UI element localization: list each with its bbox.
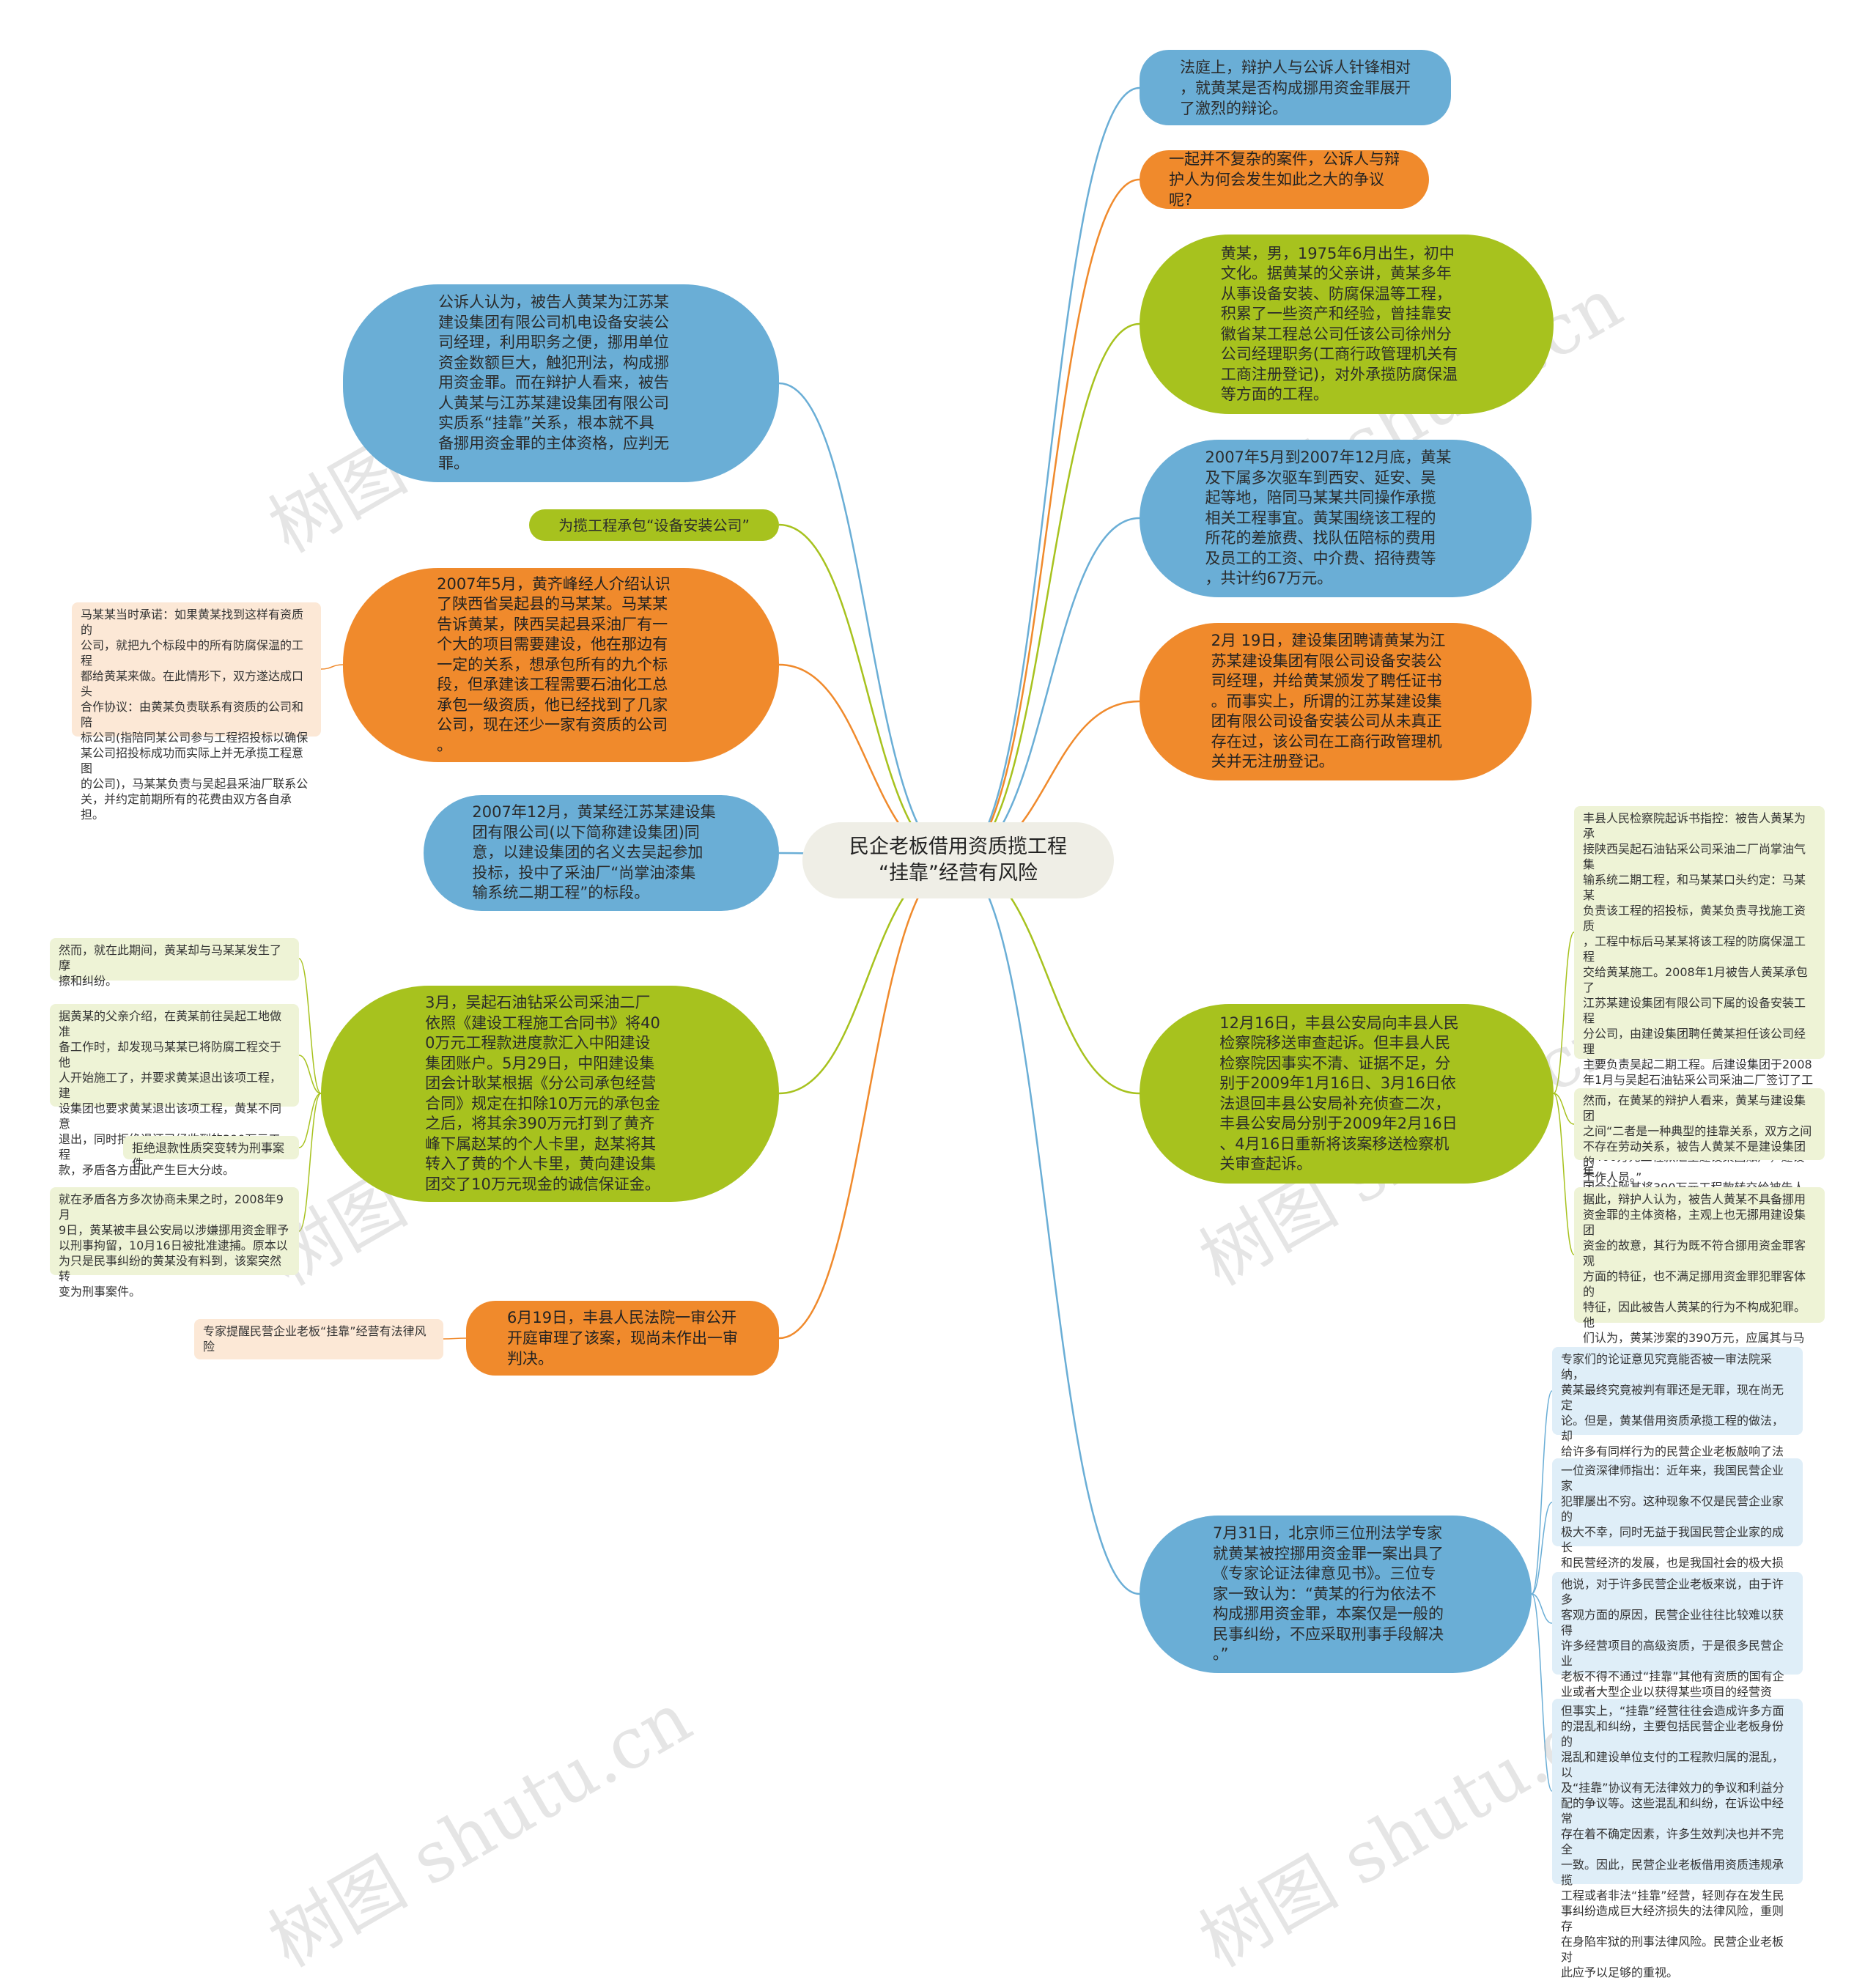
note-undecided[interactable]: 专家们的论证意见究竟能否被一审法院采纳， 黄某最终究竟被判有罪还是无罪，现在尚无… (1552, 1347, 1803, 1474)
topic-text: 黄某，男，1975年6月出生，初中 文化。据黄某的父亲讲，黄某多年 从事设备安装… (1220, 244, 1458, 404)
topic-text: 公诉人认为，被告人黄某为江苏某 建设集团有限公司机电设备安装公 司经理，利用职务… (438, 293, 669, 473)
topic-text: 2007年5月到2007年12月底，黄某 及下属多次驱车到西安、延安、吴 起等地… (1205, 448, 1452, 588)
note-defense-conclusion[interactable]: 据此，辩护人认为，被告人黄某不具备挪用 资金罪的主体资格，主观上也无挪用建设集团… (1574, 1187, 1825, 1406)
note-risk[interactable]: 但事实上，“挂靠”经营往往会造成许多方面 的混乱和纠纷，主要包括民营企业老板身份… (1552, 1699, 1803, 1979)
topic-text: 12月16日，丰县公安局向丰县人民 检察院移送审查起诉。但丰县人民 检察院因事实… (1219, 1014, 1459, 1173)
topic-trial[interactable]: 6月19日，丰县人民法院一审公开 开庭审理了该案，现尚未作出一审 判决。 (466, 1301, 779, 1376)
note-text: 然而，在黄某的辩护人看来，黄某与建设集团 之间“二者是一种典型的挂靠关系，双方之… (1583, 1093, 1812, 1184)
topic-expenses[interactable]: 2007年5月到2007年12月底，黄某 及下属多次驱车到西安、延安、吴 起等地… (1140, 440, 1532, 597)
note-refuse-refund[interactable]: 拒绝退款性质突变转为刑事案件 (123, 1136, 299, 1170)
connector-line (956, 86, 1140, 863)
connector-line (298, 958, 322, 1094)
note-text: 就在矛盾各方多次协商未果之时，2008年9月 9日，黄某被丰县公安局以涉嫌挪用资… (59, 1192, 289, 1299)
central-title-line1: 民企老板借用资质揽工程 (849, 835, 1067, 858)
topic-text: 3月，吴起石油钻采公司采油二厂 依照《建设工程施工合同书》将40 0万元工程款进… (425, 994, 660, 1193)
connector-line (1531, 1593, 1553, 1792)
connector-line (1553, 1093, 1575, 1255)
note-indictment[interactable]: 丰县人民检察院起诉书指控：被告人黄某为承 接陕西吴起石油钻采公司采油二厂尚掌油气… (1574, 806, 1825, 1256)
topic-text: 2007年5月，黄齐峰经人介绍认识 了陕西省吴起县的马某某。马某某 告诉黄某，陕… (437, 575, 671, 754)
connector-line (956, 860, 1140, 1595)
connector-line (443, 1337, 467, 1340)
topic-text: 法庭上，辩护人与公诉人针锋相对 ，就黄某是否构成挪用资金罪展开 了激烈的辩论。 (1180, 58, 1411, 117)
topic-expert-opinion[interactable]: 7月31日，北京师三位刑法学专家 就黄某被控挪用资金罪一案出具了 《专家论证法律… (1140, 1516, 1532, 1673)
note-defense-relation[interactable]: 然而，在黄某的辩护人看来，黄某与建设集团 之间“二者是一种典型的挂靠关系，双方之… (1574, 1088, 1825, 1184)
topic-huang-background[interactable]: 黄某，男，1975年6月出生，初中 文化。据黄某的父亲讲，黄某多年 从事设备安装… (1140, 235, 1554, 414)
connector-line (956, 178, 1140, 863)
connector-line (298, 1093, 322, 1148)
central-topic[interactable]: 民企老板借用资质揽工程 “挂靠”经营有风险 (802, 822, 1114, 898)
topic-install-company[interactable]: 为揽工程承包“设备安装公司” (529, 509, 779, 541)
connector-line (778, 382, 957, 863)
note-text: 一位资深律师指出：近年来，我国民营企业家 犯罪屡出不穷。这种现象不仅是民营企业家… (1561, 1463, 1784, 1601)
connector-line (1553, 931, 1575, 1094)
topic-bidding[interactable]: 2007年12月，黄某经江苏某建设集 团有限公司(以下简称建设集团)同 意，以建… (424, 795, 779, 911)
note-qualification[interactable]: 他说，对于许多民营企业老板来说，由于许多 客观方面的原因，民营企业往往比较难以获… (1552, 1572, 1803, 1730)
note-lawyer[interactable]: 一位资深律师指出：近年来，我国民营企业家 犯罪屡出不穷。这种现象不仅是民营企业家… (1552, 1458, 1803, 1601)
topic-prosecution[interactable]: 12月16日，丰县公安局向丰县人民 检察院移送审查起诉。但丰县人民 检察院因事实… (1140, 1004, 1554, 1184)
connector-line (1553, 1093, 1575, 1125)
topic-text: 2月 19日，建设集团聘请黄某为江 苏某建设集团有限公司设备安装公 司经理，并给… (1211, 632, 1446, 771)
connector-line (1531, 1390, 1553, 1595)
connector-line (1531, 1593, 1553, 1624)
note-conflict[interactable]: 然而，就在此期间，黄某却与马某某发生了摩 擦和纠纷。 (50, 938, 299, 988)
topic-court-debate[interactable]: 法庭上，辩护人与公诉人针锋相对 ，就黄某是否构成挪用资金罪展开 了激烈的辩论。 (1140, 50, 1451, 125)
note-ma-promise[interactable]: 马某某当时承诺：如果黄某找到这样有资质的 公司，就把九个标段中的所有防腐保温的工… (72, 602, 321, 822)
connector-line (298, 1055, 322, 1094)
note-text: 然而，就在此期间，黄某却与马某某发生了摩 擦和纠纷。 (59, 943, 282, 988)
topic-meet-ma[interactable]: 2007年5月，黄齐峰经人介绍认识 了陕西省吴起县的马某某。马某某 告诉黄某，陕… (343, 568, 779, 762)
topic-text: 2007年12月，黄某经江苏某建设集 团有限公司(以下简称建设集团)同 意，以建… (472, 803, 716, 902)
note-text: 马某某当时承诺：如果黄某找到这样有资质的 公司，就把九个标段中的所有防腐保温的工… (81, 608, 309, 822)
central-title-line2: “挂靠”经营有风险 (879, 862, 1038, 885)
note-text: 拒绝退款性质突变转为刑事案件 (132, 1141, 285, 1170)
connector-line (956, 517, 1140, 863)
topic-text: 7月31日，北京师三位刑法学专家 就黄某被控挪用资金罪一案出具了 《专家论证法律… (1213, 1524, 1444, 1664)
connector-line (778, 860, 957, 1340)
topic-payment[interactable]: 3月，吴起石油钻采公司采油二厂 依照《建设工程施工合同书》将40 0万元工程款进… (321, 986, 779, 1202)
topic-why-dispute[interactable]: 一起并不复杂的案件，公诉人与辩 护人为何会发生如此之大的争议呢? (1140, 150, 1429, 209)
connector-line (778, 523, 957, 863)
topic-prosecutor-view[interactable]: 公诉人认为，被告人黄某为江苏某 建设集团有限公司机电设备安装公 司经理，利用职务… (343, 284, 779, 482)
connector-line (298, 1093, 322, 1232)
topic-text: 一起并不复杂的案件，公诉人与辩 护人为何会发生如此之大的争议呢? (1169, 150, 1400, 209)
note-text: 专家们的论证意见究竟能否被一审法院采纳， 黄某最终究竟被判有罪还是无罪，现在尚无… (1561, 1352, 1784, 1474)
connector-line (320, 664, 344, 670)
topic-appointment[interactable]: 2月 19日，建设集团聘请黄某为江 苏某建设集团有限公司设备安装公 司经理，并给… (1140, 623, 1532, 780)
note-text: 但事实上，“挂靠”经营往往会造成许多方面 的混乱和纠纷，主要包括民营企业老板身份… (1561, 1704, 1784, 1979)
note-detention[interactable]: 就在矛盾各方多次协商未果之时，2008年9月 9日，黄某被丰县公安局以涉嫌挪用资… (50, 1187, 299, 1299)
note-father-account[interactable]: 据黄某的父亲介绍，在黄某前往吴起工地做准 备工作时，却发现马某某已将防腐工程交于… (50, 1004, 299, 1177)
topic-text: 6月19日，丰县人民法院一审公开 开庭审理了该案，现尚未作出一审 判决。 (507, 1309, 738, 1367)
note-expert-warning[interactable]: 专家提醒民营企业老板“挂靠”经营有法律风 险 (194, 1319, 443, 1359)
connector-line (1531, 1502, 1553, 1595)
topic-text: 为揽工程承包“设备安装公司” (558, 516, 750, 534)
note-text: 专家提醒民营企业老板“挂靠”经营有法律风 险 (203, 1324, 426, 1354)
